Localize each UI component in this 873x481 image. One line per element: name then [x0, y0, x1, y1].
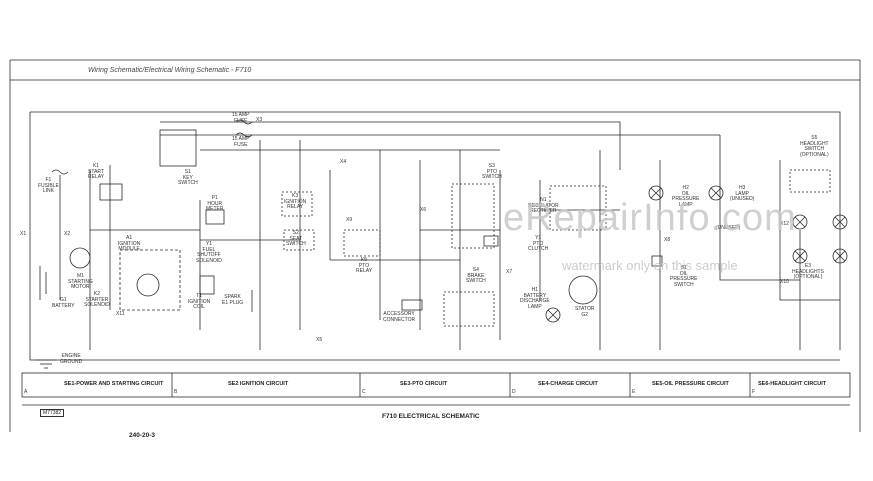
section-bar	[21, 372, 851, 398]
label-fuel-shutoff: Y1 FUEL SHUTOFF SOLENOID	[196, 241, 222, 264]
section-letter-b: B	[174, 389, 178, 395]
label-discharge-lamp: H1 BATTERY DISCHARGE LAMP	[520, 287, 550, 310]
brake-switch-symbol	[443, 291, 495, 327]
label-hour-meter: P1 HOUR METER	[206, 195, 224, 212]
schematic-title: F710 ELECTRICAL SCHEMATIC	[382, 413, 480, 420]
connector-x5: X5	[316, 337, 323, 343]
label-lamp-unused: H3 LAMP (UNUSED)	[730, 185, 755, 202]
label-headlight-switch: S5 HEADLIGHT SWITCH (OPTIONAL)	[800, 135, 829, 158]
section-letter-a: A	[24, 389, 28, 395]
label-ignition-relay: K3 IGNITION RELAY	[284, 193, 307, 210]
connector-x8: X8	[664, 237, 671, 243]
seat-switch-symbol	[283, 229, 315, 251]
ignition-relay-symbol	[281, 191, 313, 217]
label-key-switch: S1 KEY SWITCH	[178, 169, 198, 186]
label-regulator-rectifier: N1 REGULATOR RECTIFIER	[528, 197, 559, 214]
connector-x4: X4	[340, 159, 347, 165]
hour-meter-symbol	[205, 209, 225, 225]
label-brake-switch: S4 BRAKE SWITCH	[466, 267, 486, 284]
oil-pressure-switch-symbol	[651, 255, 663, 267]
section-se1: SE1-POWER AND STARTING CIRCUIT	[64, 381, 164, 387]
key-switch-symbol	[159, 129, 197, 167]
label-unused: (UNUSED)	[716, 225, 741, 231]
label-pto-switch: S3 PTO SWITCH	[482, 163, 502, 180]
pto-switch-symbol	[451, 183, 495, 249]
label-spark-plug: SPARK E1 PLUG	[222, 294, 244, 306]
label-headlights: E3 HEADLIGHTS (OPTIONAL)	[792, 263, 824, 280]
start-relay-symbol	[99, 183, 123, 201]
section-se5: SE5-OIL PRESSURE CIRCUIT	[652, 381, 729, 387]
section-se3: SE3-PTO CIRCUIT	[400, 381, 448, 387]
connector-x1: X1	[20, 231, 27, 237]
section-se4: SE4-CHARGE CIRCUIT	[538, 381, 598, 387]
section-se6: SE6-HEADLIGHT CIRCUIT	[758, 381, 827, 387]
discharge-lamp-symbol	[545, 307, 561, 323]
section-letter-d: D	[512, 389, 516, 395]
headlight-right-2-symbol	[832, 248, 848, 264]
lamp-unused-symbol	[708, 185, 724, 201]
label-engine-ground: ENGINE GROUND	[60, 353, 83, 365]
label-start-relay: K1 START RELAY	[88, 163, 105, 180]
accessory-connector-symbol	[401, 299, 423, 311]
section-letter-f: F	[752, 389, 756, 395]
ground-bus	[29, 112, 840, 361]
label-fusible-link: F1 FUSIBLE LINK	[38, 177, 59, 194]
label-pto-clutch: Y1 PTO CLUTCH	[528, 235, 549, 252]
fuse-15a-1-symbol	[235, 119, 253, 125]
label-stator: STATOR G2	[575, 306, 595, 318]
label-fuse-15a-2: 15 AMP FUSE	[232, 136, 250, 148]
pto-relay-symbol	[343, 229, 381, 257]
stator-symbol	[568, 275, 598, 305]
fusible-link-symbol	[51, 169, 69, 175]
connector-x6: X6	[420, 207, 427, 213]
connector-x7: X7	[506, 269, 513, 275]
label-accessory-connector: ACCESSORY CONNECTOR	[383, 311, 416, 323]
section-letter-e: E	[632, 389, 636, 395]
label-fuse-15a-1: 15 AMP FUSE	[232, 112, 250, 124]
starting-motor-symbol	[69, 247, 91, 269]
label-ignition-module: A1 IGNITION MODULE	[118, 235, 141, 252]
ref-code: M77382	[40, 409, 65, 417]
headlight-switch-symbol	[789, 169, 831, 193]
headlight-left-2-symbol	[792, 248, 808, 264]
label-ignition-coil: T1 IGNITION COIL	[188, 293, 211, 310]
connector-x12: X12	[780, 221, 789, 227]
headlight-right-symbol	[832, 214, 848, 230]
ignition-coil-symbol	[199, 275, 215, 295]
connector-x10: X10	[780, 279, 789, 285]
connector-x3: X3	[256, 117, 263, 123]
label-starter-solenoid: K2 STARTER SOLENOID	[84, 291, 110, 308]
connector-x9: X9	[346, 217, 353, 223]
headlight-left-symbol	[792, 214, 808, 230]
watermark-notice: watermark only on this sample	[562, 258, 738, 273]
ignition-module-symbol	[119, 249, 181, 311]
label-pto-relay: K5 PTO RELAY	[356, 257, 373, 274]
top-bus	[30, 111, 841, 230]
header-title: Wiring Schematic/Electrical Wiring Schem…	[88, 67, 252, 74]
watermark-site: eRepairInfo.com	[503, 197, 797, 239]
label-oil-pressure-lamp: H2 OIL PRESSURE LAMP	[672, 185, 700, 208]
page-number: 240-20-3	[129, 432, 156, 439]
section-letter-c: C	[362, 389, 366, 395]
connector-x11: X11	[116, 311, 125, 317]
oil-pressure-lamp-symbol	[648, 185, 664, 201]
pto-clutch-symbol	[483, 235, 499, 247]
connector-x2: X2	[64, 231, 71, 237]
fuse-bus	[160, 121, 621, 170]
label-battery: G1 BATTERY	[52, 297, 75, 309]
label-starting-motor: M1 STARTING MOTOR	[68, 273, 93, 290]
regulator-rectifier-symbol	[549, 185, 607, 231]
section-se2: SE2 IGNITION CIRCUIT	[228, 381, 289, 387]
label-seat-switch: S2 SEAT SWITCH	[286, 230, 306, 247]
label-oil-pressure-switch: B1 OIL PRESSURE SWITCH	[670, 265, 698, 288]
fuse-15a-2-symbol	[235, 132, 253, 138]
